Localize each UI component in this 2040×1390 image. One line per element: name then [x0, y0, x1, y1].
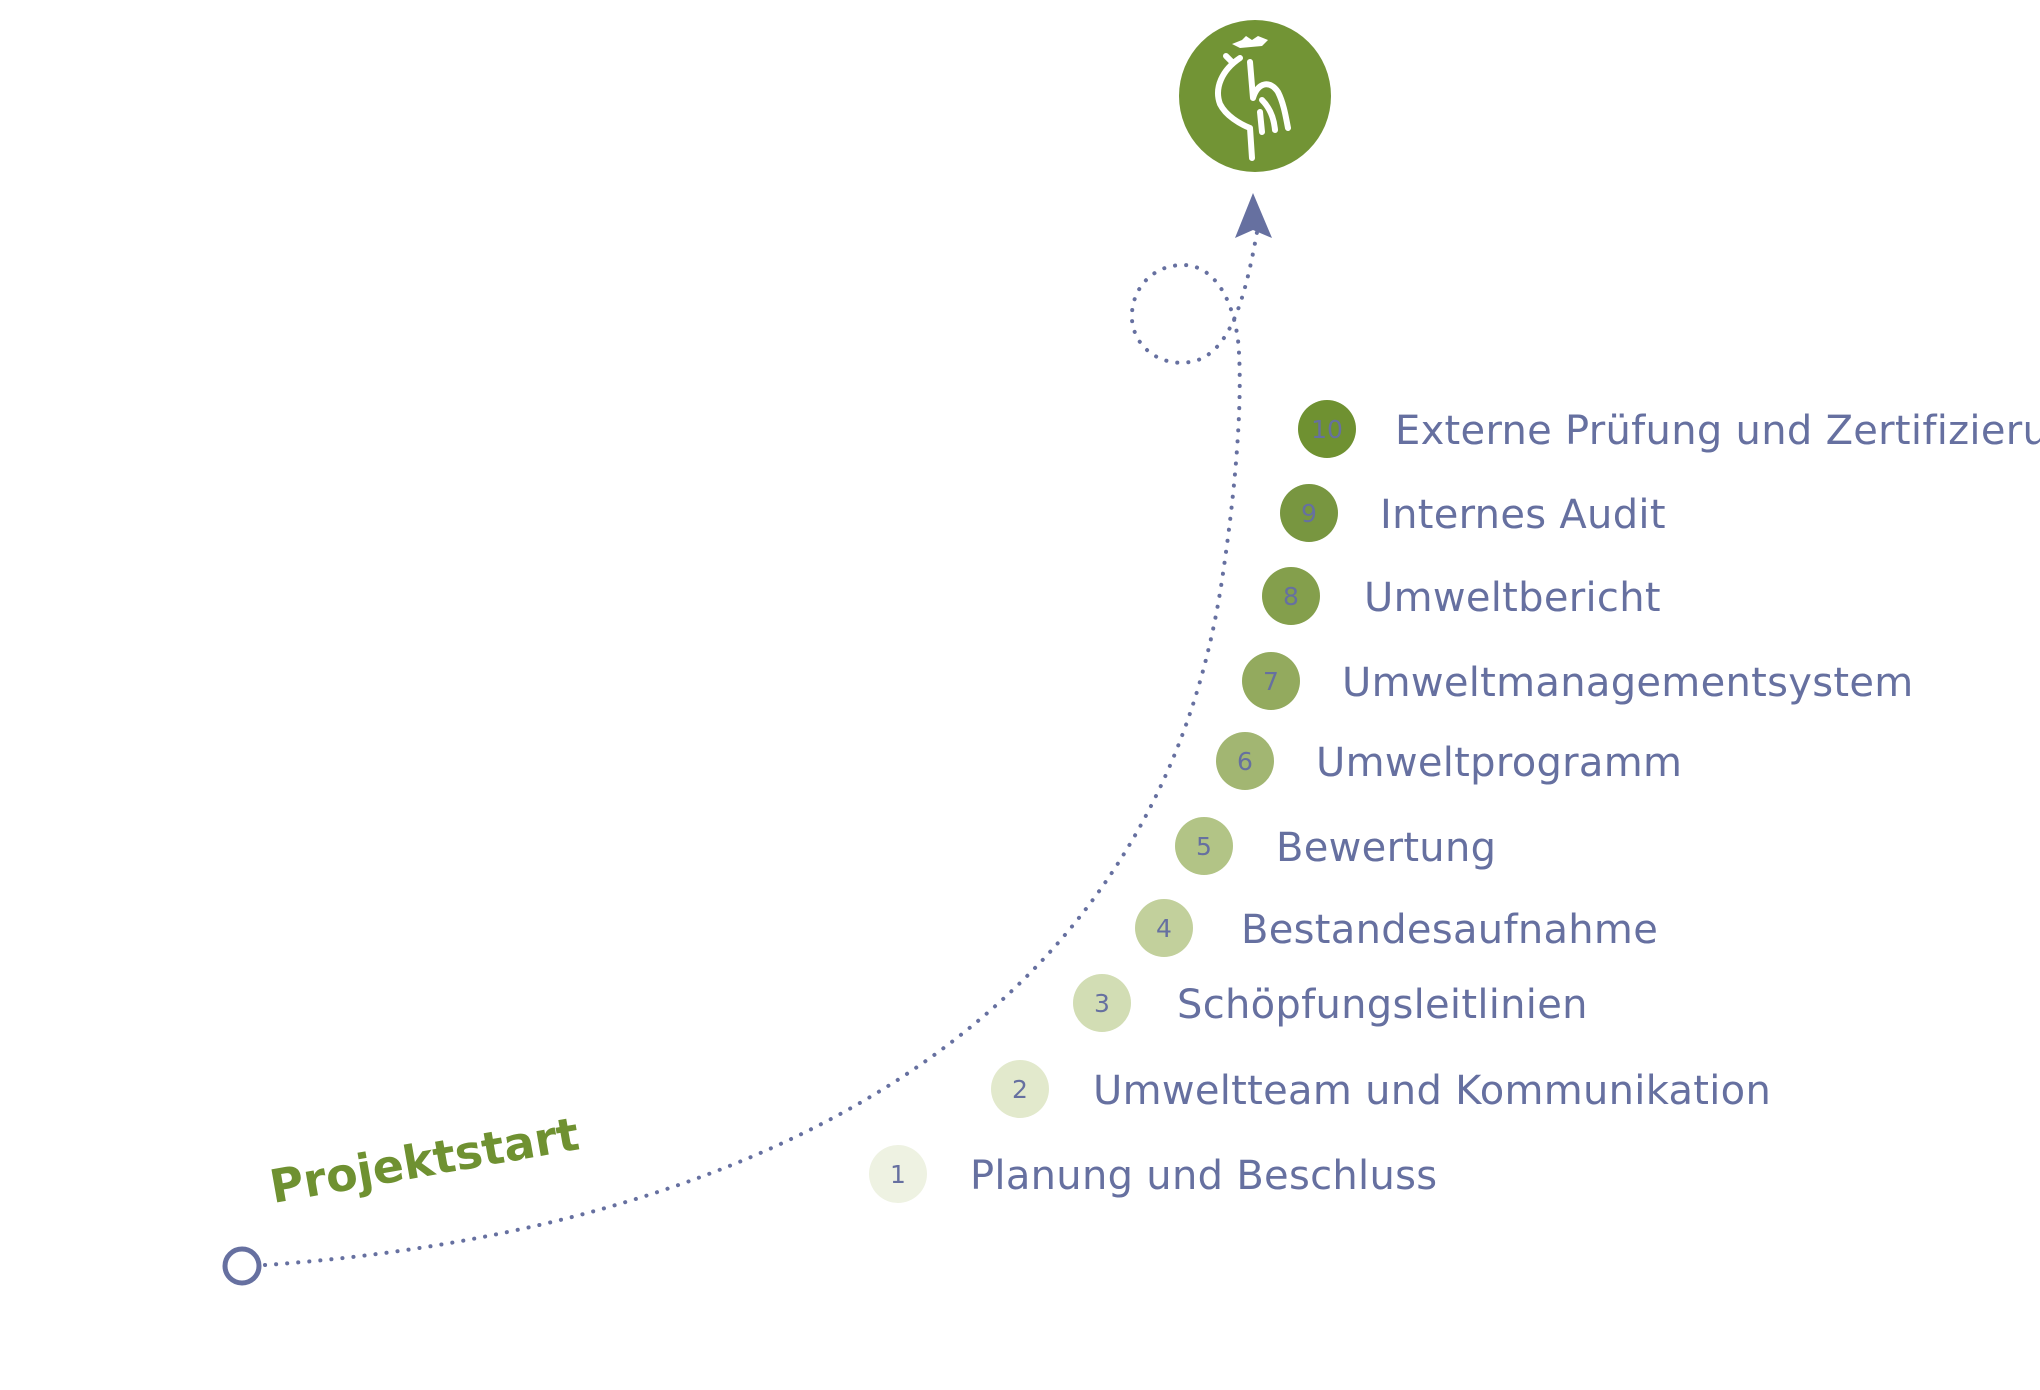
step-number-badge: 3 [1073, 974, 1131, 1032]
step-number-badge: 2 [991, 1060, 1049, 1118]
step-label: Umweltmanagementsystem [1342, 660, 1914, 706]
step-number-badge: 10 [1298, 400, 1356, 458]
start-marker [222, 1246, 262, 1286]
step-label: Bewertung [1276, 825, 1497, 871]
step-label: Externe Prüfung und Zertifizierung [1395, 408, 2040, 454]
rooster-icon [1179, 20, 1331, 172]
step-number-badge: 9 [1280, 484, 1338, 542]
dotted-path [263, 230, 1259, 1267]
step-label: Umweltprogramm [1316, 740, 1683, 786]
step-label: Internes Audit [1380, 492, 1666, 538]
arrow-head-icon [1235, 193, 1272, 238]
step-number-badge: 6 [1216, 732, 1274, 790]
step-label: Bestandesaufnahme [1241, 907, 1659, 953]
step-number-badge: 8 [1262, 567, 1320, 625]
step-label: Schöpfungsleitlinien [1177, 982, 1588, 1028]
step-number-badge: 4 [1135, 899, 1193, 957]
step-number-badge: 1 [869, 1145, 927, 1203]
step-label: Umweltteam und Kommunikation [1093, 1068, 1772, 1114]
step-number-badge: 7 [1242, 652, 1300, 710]
step-label: Planung und Beschluss [970, 1153, 1438, 1199]
step-number-badge: 5 [1175, 817, 1233, 875]
step-label: Umweltbericht [1364, 575, 1661, 621]
